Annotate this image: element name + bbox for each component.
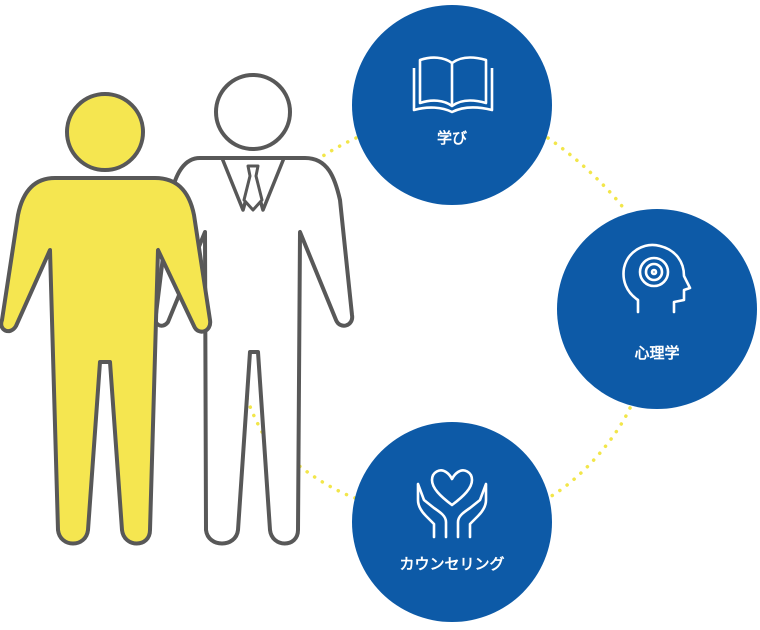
circle-label-counseling: カウンセリング <box>399 555 504 573</box>
person-suit <box>153 73 355 546</box>
person-yellow-head <box>65 92 145 172</box>
open-book-icon <box>412 56 494 114</box>
circle-label-learning: 学び <box>437 129 467 147</box>
person-suit-head <box>214 73 292 151</box>
hands-heart-icon <box>416 469 488 539</box>
person-yellow-body <box>0 176 213 546</box>
circle-learning: 学び <box>352 5 552 205</box>
circle-psychology: 心理学 <box>557 209 757 409</box>
circle-counseling: カウンセリング <box>352 422 552 622</box>
suit-tie <box>242 164 264 212</box>
person-yellow <box>0 92 213 546</box>
head-mind-icon <box>622 243 692 314</box>
circle-label-psychology: 心理学 <box>634 344 679 362</box>
dotted-connector-ring <box>241 136 632 500</box>
